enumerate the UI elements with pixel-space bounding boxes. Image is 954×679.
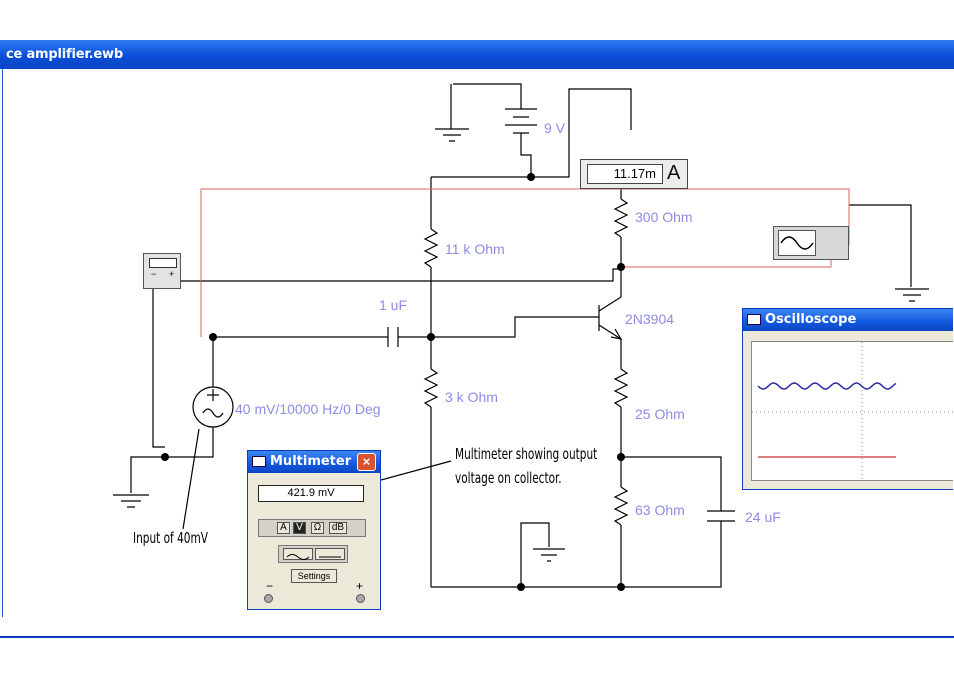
- junction: [161, 453, 169, 461]
- window-icon: [747, 314, 761, 325]
- window-titlebar[interactable]: ce amplifier.ewb: [0, 40, 954, 69]
- multimeter-icon-screen: [149, 258, 177, 268]
- settings-button[interactable]: Settings: [291, 569, 337, 583]
- input-note: Input of 40mV: [133, 529, 208, 547]
- resistor-3k: [423, 368, 439, 408]
- plus-terminal[interactable]: [356, 594, 365, 603]
- window-icon: [252, 456, 266, 467]
- mode-db-button[interactable]: dB: [329, 522, 347, 534]
- multimeter-note-line1: Multimeter showing output: [455, 445, 598, 463]
- minus-terminal-label: −: [266, 579, 274, 593]
- ac-wave-icon: [286, 554, 310, 560]
- mode-ampere-button[interactable]: A: [277, 522, 290, 534]
- capacitor-24uf-label: 24 uF: [745, 509, 781, 525]
- mode-volt-button[interactable]: V: [293, 522, 306, 534]
- minus-terminal[interactable]: [264, 594, 273, 603]
- app-window: ce amplifier.ewb: [0, 40, 954, 638]
- mode-ohm-button[interactable]: Ω: [311, 522, 324, 534]
- mode-selector: A V Ω dB: [258, 519, 366, 537]
- circuit-canvas[interactable]: 9 V 300 Ohm 11 k Ohm 1 uF 2N3904 3 k Ohm…: [2, 69, 953, 617]
- multimeter-note-line2: voltage on collector.: [455, 469, 562, 487]
- junction: [517, 583, 525, 591]
- battery-label: 9 V: [544, 120, 566, 136]
- oscilloscope-panel[interactable]: Oscilloscope: [742, 308, 953, 490]
- ammeter-unit: A: [667, 162, 681, 184]
- oscilloscope-icon[interactable]: [773, 226, 849, 260]
- multimeter-reading: 421.9 mV: [258, 485, 364, 502]
- plus-sign: +: [169, 269, 175, 279]
- resistor-300: [613, 198, 629, 238]
- junction: [427, 333, 435, 341]
- minus-sign: −: [151, 269, 157, 279]
- capacitor-1uf: [387, 327, 399, 347]
- close-icon[interactable]: ×: [357, 453, 376, 471]
- resistor-11k-label: 11 k Ohm: [445, 241, 505, 257]
- multimeter-title: Multimeter: [270, 454, 352, 469]
- ammeter-reading: 11.17m: [587, 164, 663, 184]
- resistor-300-label: 300 Ohm: [635, 209, 693, 225]
- dc-line-icon: [319, 556, 341, 558]
- oscilloscope-titlebar[interactable]: Oscilloscope: [743, 309, 953, 331]
- dc-button[interactable]: [315, 548, 345, 560]
- pointer-input-note: [182, 428, 200, 530]
- multimeter-icon[interactable]: − +: [143, 253, 181, 289]
- junction: [527, 173, 535, 181]
- capacitor-1uf-label: 1 uF: [379, 297, 408, 313]
- plus-terminal-label: +: [356, 579, 364, 593]
- resistor-63-label: 63 Ohm: [635, 502, 685, 518]
- junction: [209, 333, 217, 341]
- resistor-25: [613, 368, 629, 408]
- oscilloscope-title: Oscilloscope: [765, 312, 857, 327]
- ground-symbol-right: [895, 288, 929, 302]
- resistor-3k-label: 3 k Ohm: [445, 389, 498, 405]
- ac-wave-button[interactable]: [283, 548, 313, 560]
- junction: [617, 263, 625, 271]
- multimeter-panel[interactable]: Multimeter × 421.9 mV A V Ω dB Settings …: [247, 450, 381, 610]
- transistor-symbol: [598, 296, 622, 340]
- battery-symbol: [505, 108, 537, 134]
- sine-wave-icon: [778, 230, 816, 256]
- ac-dc-selector: [278, 545, 348, 563]
- wire-battery-ground: [453, 83, 522, 109]
- junction: [617, 453, 625, 461]
- oscilloscope-screen: [751, 341, 953, 482]
- junction: [617, 583, 625, 591]
- resistor-25-label: 25 Ohm: [635, 406, 685, 422]
- ground-symbol-top: [435, 128, 469, 142]
- scope-graticule: [752, 342, 953, 482]
- ground-symbol-bottom: [533, 548, 565, 562]
- source-label: 40 mV/10000 Hz/0 Deg: [235, 401, 381, 417]
- resistor-11k: [423, 228, 439, 268]
- transistor-label: 2N3904: [625, 311, 675, 327]
- ammeter[interactable]: 11.17m A: [580, 159, 688, 189]
- window-title: ce amplifier.ewb: [6, 47, 123, 62]
- capacitor-24uf: [707, 510, 735, 522]
- trace-a: [757, 382, 897, 390]
- ground-symbol-left: [113, 494, 149, 508]
- resistor-63: [613, 486, 629, 526]
- multimeter-titlebar[interactable]: Multimeter ×: [248, 451, 380, 473]
